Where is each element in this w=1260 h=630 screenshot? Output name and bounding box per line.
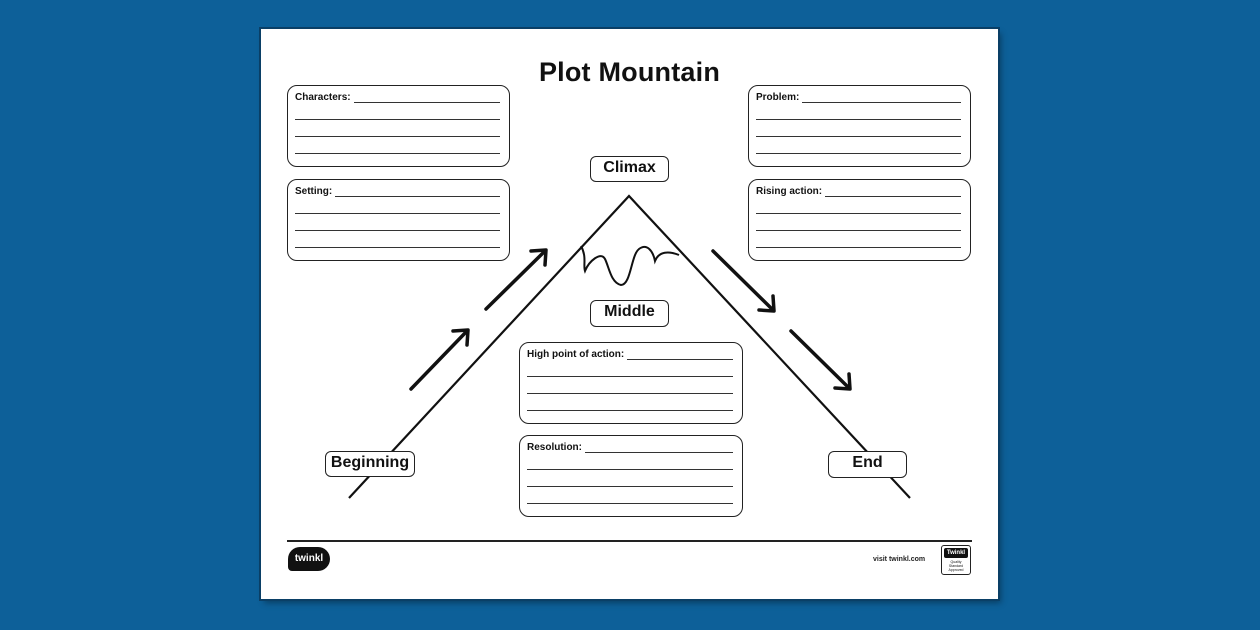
writing-line	[295, 136, 500, 137]
writing-line	[527, 452, 733, 453]
writing-line	[295, 196, 500, 197]
writing-line	[756, 102, 961, 103]
writing-line	[295, 247, 500, 248]
quality-badge-icon: Twinkl Quality Standard Approved	[941, 545, 971, 575]
writing-line	[756, 136, 961, 137]
setting-box[interactable]: Setting:	[287, 179, 510, 261]
writing-line	[295, 119, 500, 120]
falling-arrow-upper	[711, 249, 776, 313]
writing-line	[756, 230, 961, 231]
writing-line	[756, 196, 961, 197]
resolution-box[interactable]: Resolution:	[519, 435, 743, 517]
writing-line	[756, 119, 961, 120]
worksheet-page: Plot Mountain Characters: Setting: Probl…	[261, 29, 998, 599]
writing-line	[527, 503, 733, 504]
setting-label: Setting:	[295, 186, 336, 197]
snow-cap	[580, 245, 680, 287]
writing-line	[527, 359, 733, 360]
beginning-tag: Beginning	[325, 451, 415, 477]
writing-line	[295, 230, 500, 231]
writing-line	[527, 469, 733, 470]
writing-line	[756, 247, 961, 248]
writing-line	[756, 213, 961, 214]
characters-label: Characters:	[295, 92, 354, 103]
mountain-outline	[348, 194, 911, 499]
page-title: Plot Mountain	[538, 57, 721, 87]
climax-tag: Climax	[590, 156, 669, 182]
end-tag: End	[828, 451, 907, 478]
writing-line	[295, 102, 500, 103]
rising-action-label: Rising action:	[756, 186, 826, 197]
writing-line	[756, 153, 961, 154]
twinkl-logo: twinkl	[288, 547, 330, 571]
footer-divider	[287, 540, 972, 542]
writing-line	[527, 486, 733, 487]
characters-box[interactable]: Characters:	[287, 85, 510, 167]
middle-tag: Middle	[590, 300, 669, 327]
writing-line	[295, 213, 500, 214]
badge-title: Twinkl	[944, 548, 968, 558]
problem-box[interactable]: Problem:	[748, 85, 971, 167]
mountain-illustration	[348, 194, 911, 499]
writing-line	[527, 376, 733, 377]
rising-action-box[interactable]: Rising action:	[748, 179, 971, 261]
high-point-box[interactable]: High point of action:	[519, 342, 743, 424]
rising-arrow-lower	[409, 328, 470, 391]
badge-subtitle: Quality Standard Approved	[948, 560, 964, 572]
writing-line	[295, 153, 500, 154]
visit-link[interactable]: visit twinkl.com	[873, 556, 926, 563]
writing-line	[527, 393, 733, 394]
falling-arrow-lower	[789, 329, 852, 391]
problem-label: Problem:	[756, 92, 803, 103]
high-point-label: High point of action:	[527, 349, 628, 360]
rising-arrow-upper	[484, 248, 548, 311]
writing-line	[527, 410, 733, 411]
resolution-label: Resolution:	[527, 442, 585, 453]
